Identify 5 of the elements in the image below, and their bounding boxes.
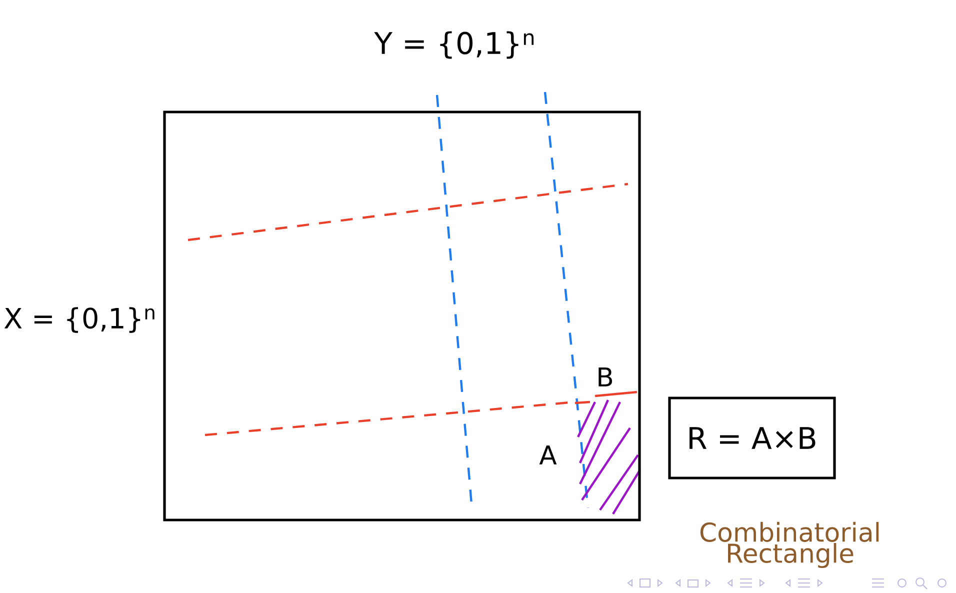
region-label: B <box>598 368 612 386</box>
caption-text: Combinatorial Rectangle <box>700 522 879 568</box>
set-label: Y = {0,1}$^{n}$ <box>374 31 534 59</box>
formula-box: R = A×B <box>668 396 836 480</box>
region-label: A <box>539 446 557 464</box>
